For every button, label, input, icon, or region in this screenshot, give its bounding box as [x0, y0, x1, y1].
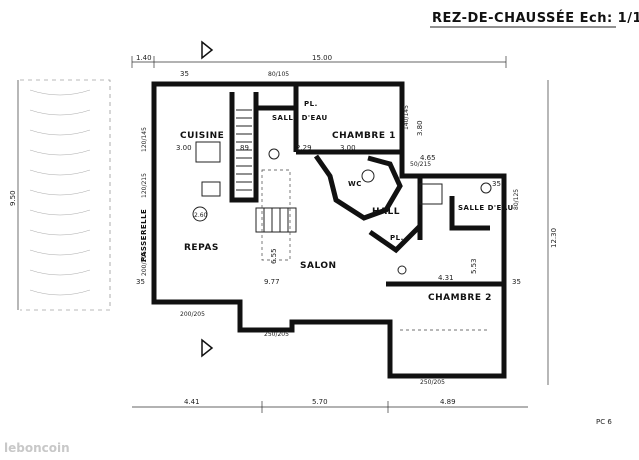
shower-tray-icon: [419, 183, 443, 205]
dim-h-380: 3.80: [416, 120, 424, 136]
opening-80-125: 80/125: [513, 189, 520, 210]
dim-bottom-1: 4.41: [184, 398, 200, 406]
room-pl-1: PL.: [304, 100, 318, 108]
room-cuisine: CUISINE: [180, 131, 224, 141]
dim-v-229: 2.29: [296, 144, 312, 152]
opening-250-205-a: 250/205: [264, 331, 289, 338]
section-arrow-bottom: [201, 338, 214, 358]
section-arrow-top: [201, 40, 214, 60]
room-passerelle: PASSERELLE: [140, 209, 148, 262]
drain-icon: [397, 265, 407, 275]
marker-35-b: 35: [136, 278, 145, 286]
room-wc: WC: [348, 180, 362, 188]
opening-80-105: 80/105: [268, 71, 289, 78]
marker-35-a: 35: [180, 70, 189, 78]
dim-h-300b: 3.00: [340, 144, 356, 152]
wc-icon: [361, 169, 375, 183]
room-chambre1: CHAMBRE 1: [332, 131, 396, 141]
kitchen-counter: [201, 181, 221, 197]
dim-h-431: 4.31: [438, 274, 454, 282]
dim-right-total: 12.30: [550, 228, 558, 248]
opening-140-145: 140/145: [403, 105, 410, 130]
opening-120-215: 120/215: [141, 173, 148, 198]
opening-200-205-b: 200/205: [141, 251, 148, 276]
dim-h-977: 9.77: [264, 278, 280, 286]
room-chambre2: CHAMBRE 2: [428, 293, 492, 303]
dim-v-655: 6.55: [270, 248, 278, 264]
plan-title: REZ-DE-CHAUSSÉE Ech: 1/100: [432, 10, 639, 26]
dim-v-553: 5.53: [470, 258, 478, 274]
room-salle-eau-2: SALLE D'EAU: [458, 204, 514, 212]
dashed-zone: [261, 169, 291, 261]
sink-1-icon: [268, 148, 280, 160]
marker-35-d: 35: [492, 180, 501, 188]
level-marker-label: 2.60: [194, 212, 208, 219]
dim-h-465: 4.65: [420, 154, 436, 162]
stair-walls: [229, 92, 259, 203]
room-repas: REPAS: [184, 243, 219, 253]
sink-2-icon: [480, 182, 492, 194]
ground-hatch: [29, 89, 91, 296]
sheet-number: PC 6: [596, 418, 612, 426]
opening-120-145: 120/145: [141, 127, 148, 152]
dim-bottom-2: 5.70: [312, 398, 328, 406]
staircase: [236, 109, 297, 233]
wall-pl-2: [368, 224, 422, 254]
dim-v-89: 89: [240, 144, 249, 152]
level-marker-circle: [192, 206, 208, 222]
opening-50-215: 50/215: [410, 161, 431, 168]
marker-35-c: 35: [512, 278, 521, 286]
wall-salle-eau-2: [449, 196, 490, 231]
room-pl-2: PL.: [390, 234, 404, 242]
room-salon: SALON: [300, 261, 337, 271]
wall-hall-wc: [313, 154, 403, 221]
exterior-walls: [151, 81, 507, 379]
room-hall: HALL: [372, 207, 400, 217]
watermark: leboncoin: [4, 441, 70, 455]
room-salle-eau-1: SALLE D'EAU: [272, 114, 328, 122]
opening-250-205-b: 250/205: [420, 379, 445, 386]
dim-top-left: 1.40: [136, 54, 152, 62]
dim-top-total: 15.00: [312, 54, 332, 62]
dim-left-total: 9.50: [9, 190, 17, 206]
kitchen-table: [195, 141, 221, 163]
dim-bottom-3: 4.89: [440, 398, 456, 406]
dim-h-300a: 3.00: [176, 144, 192, 152]
opening-200-205: 200/205: [180, 311, 205, 318]
